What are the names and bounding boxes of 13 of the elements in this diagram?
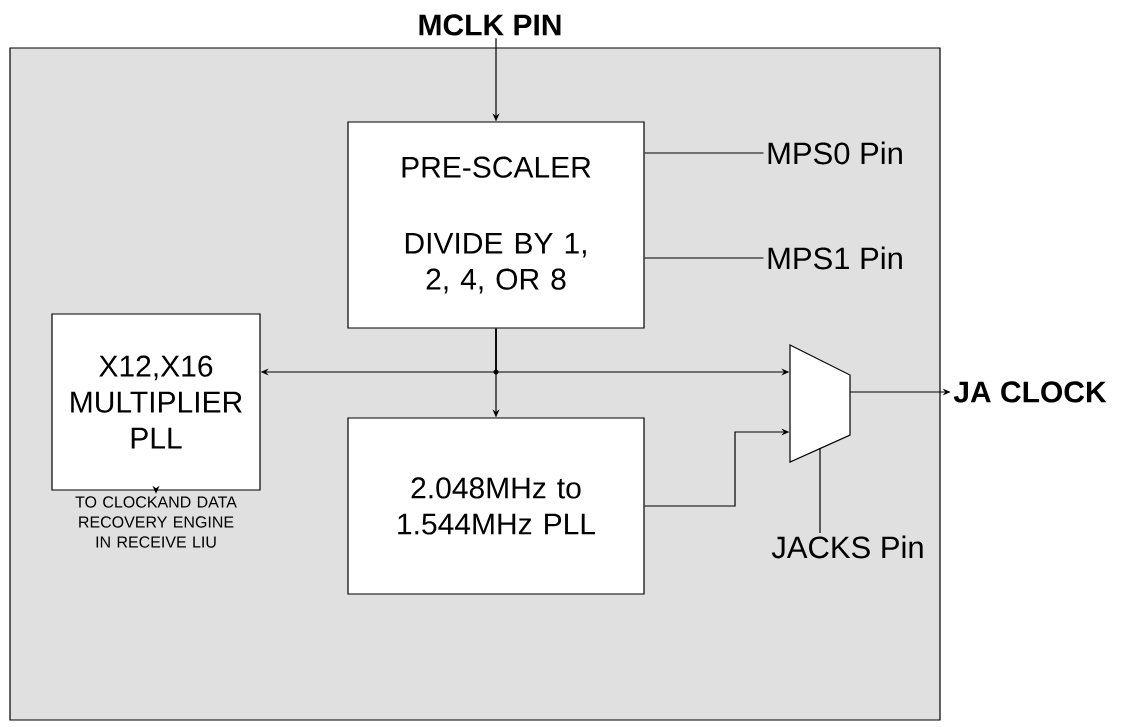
signal-label: MCLK PIN bbox=[419, 14, 561, 36]
note-label: TO CLOCKAND DATA RECOVERY ENGINE IN RECEIVE LIU bbox=[75, 496, 237, 548]
connector bbox=[644, 152, 765, 154]
connector bbox=[819, 447, 821, 534]
pin-label: MPS0 Pin bbox=[768, 141, 902, 165]
pin-label: MPS1 Pin bbox=[768, 246, 902, 270]
pin-label: JACKS Pin bbox=[771, 535, 923, 559]
signal-label: JA CLOCK bbox=[953, 381, 1107, 403]
block-box: X12,X16 MULTIPLIER PLL bbox=[51, 313, 261, 491]
block-box: 2.048MHz to 1.544MHz PLL bbox=[347, 417, 645, 595]
multiplexer bbox=[789, 344, 851, 463]
connector bbox=[644, 257, 765, 259]
block-box: PRE-SCALER DIVIDE BY 1, 2, 4, OR 8 bbox=[347, 121, 645, 329]
